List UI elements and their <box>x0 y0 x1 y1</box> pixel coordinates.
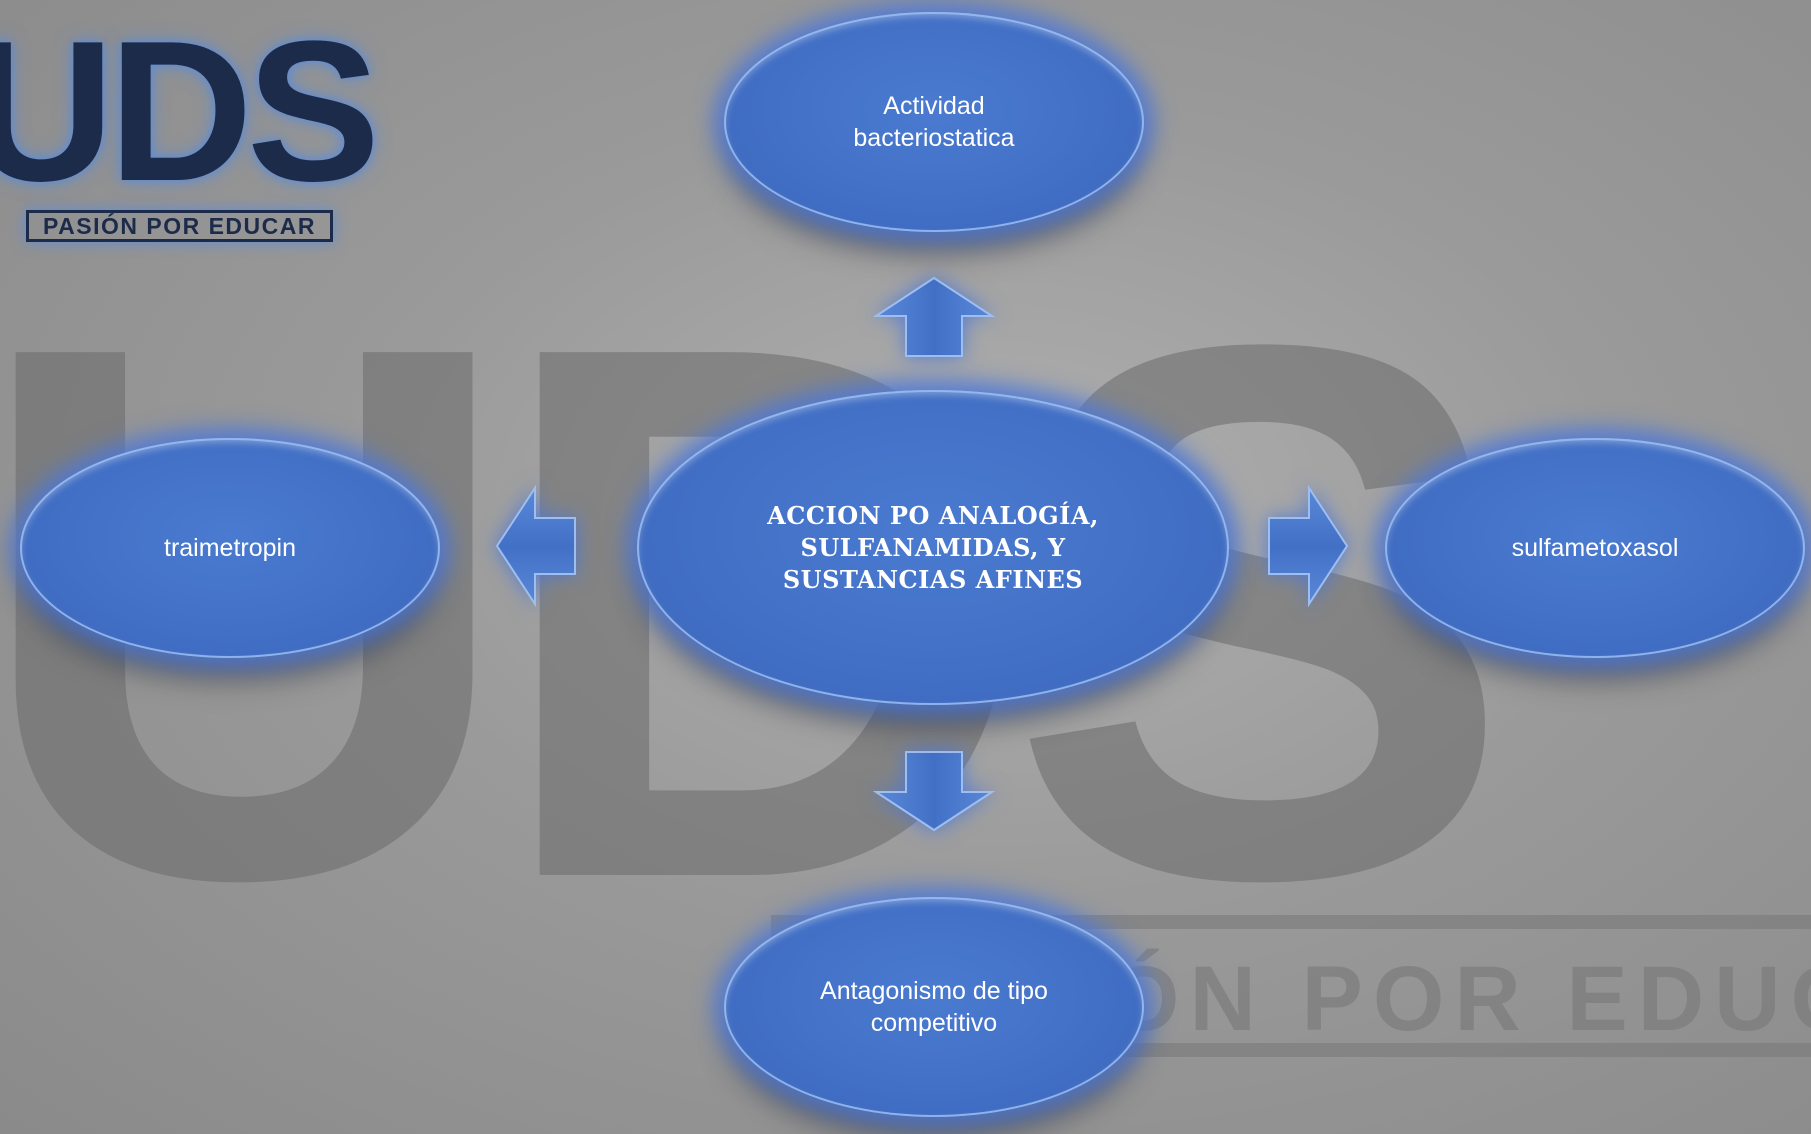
arrow-left-icon <box>495 484 577 608</box>
node-label: ACCION PO ANALOGÍA, SULFANAMIDAS, Y SUST… <box>767 500 1099 594</box>
node-label: Antagonismo de tipo competitivo <box>820 977 1048 1037</box>
arrow-right-icon <box>1267 484 1349 608</box>
uds-logo: UDS PASIÓN POR EDUCAR <box>0 12 380 250</box>
arrow-up-icon <box>872 276 996 358</box>
arrow-down-icon <box>872 750 996 832</box>
node-actividad-bacteriostatica: Actividad bacteriostatica <box>724 12 1144 232</box>
node-sulfametoxasol: sulfametoxasol <box>1385 438 1805 658</box>
node-label: sulfametoxasol <box>1511 534 1679 562</box>
logo-text: UDS <box>0 0 380 223</box>
node-antagonismo-competitivo: Antagonismo de tipo competitivo <box>724 897 1144 1117</box>
node-traimetropin: traimetropin <box>20 438 440 658</box>
logo-tagline: PASIÓN POR EDUCAR <box>26 210 333 242</box>
node-label: Actividad bacteriostatica <box>853 92 1015 152</box>
node-central-concept: ACCION PO ANALOGÍA, SULFANAMIDAS, Y SUST… <box>637 390 1229 705</box>
node-label: traimetropin <box>164 534 296 562</box>
